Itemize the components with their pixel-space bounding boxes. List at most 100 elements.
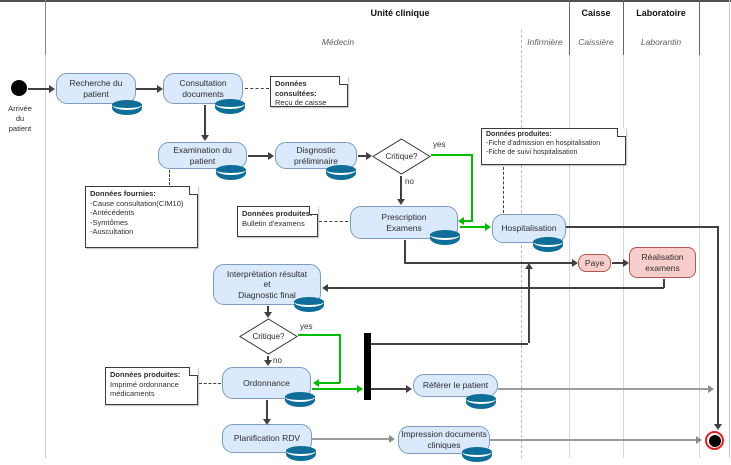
edge-segment [204, 105, 206, 136]
note-connector [199, 383, 221, 384]
database-icon [466, 394, 496, 409]
note-body: Imprimé ordonnance médicaments [110, 379, 179, 399]
edge-segment [371, 388, 409, 390]
arrowhead [406, 385, 412, 393]
edge-label-yes: yes [300, 322, 313, 331]
database-icon [286, 446, 316, 461]
database-icon [326, 165, 356, 180]
activity-referer-patient[interactable]: Référer le patient [413, 374, 498, 397]
fork-join-bar[interactable] [364, 333, 371, 400]
sublane-title-caissiere: Caissière [578, 37, 614, 47]
end-node[interactable] [705, 431, 724, 450]
note-connector [169, 170, 170, 185]
database-icon [533, 237, 563, 252]
arrowhead [366, 152, 372, 160]
lane-title-laboratoire: Laboratoire [636, 8, 686, 18]
arrowhead [157, 85, 163, 93]
edge-segment [566, 226, 718, 228]
edge-segment [404, 262, 574, 264]
edge-segment [248, 155, 269, 157]
arrowhead [201, 135, 209, 141]
start-node[interactable] [11, 80, 27, 96]
pool-bottom-border [0, 0, 731, 2]
diamond-shape [239, 318, 298, 355]
edge-segment [266, 400, 268, 421]
edge-label-no: no [405, 177, 414, 186]
edge-segment [717, 226, 719, 425]
arrowhead [525, 263, 533, 269]
note-title: Données produites: [242, 209, 313, 218]
sublane-title-medecin: Médecin [321, 37, 355, 47]
note-donnees-consultees[interactable]: Données consultées: Reçu de caisse [270, 76, 348, 107]
arrowhead [268, 152, 274, 160]
lane-divider-laboratoire [623, 0, 624, 55]
activity-recherche-patient[interactable]: Recherche du patient [56, 73, 136, 104]
database-icon [430, 230, 460, 245]
arrowhead [458, 217, 464, 225]
lane-title-caisse: Caisse [581, 8, 611, 18]
database-icon [294, 297, 324, 312]
decision-critique-2[interactable]: Critique? [239, 318, 298, 355]
lane-divider [45, 0, 46, 55]
edge-segment-highlight [431, 154, 473, 156]
note-connector [319, 221, 348, 222]
decision-label: Critique? [252, 332, 285, 341]
note-donnees-fournies[interactable]: Données fournies: -Cause consultation(CI… [85, 186, 198, 248]
edge-segment-highlight [339, 334, 341, 383]
note-fiches-hospitalisation[interactable]: Données produites: -Fiche d'admission en… [481, 128, 626, 165]
database-icon [215, 99, 245, 114]
edge-segment [371, 343, 528, 345]
decision-critique-1[interactable]: Critique? [372, 138, 431, 175]
arrowhead [322, 284, 328, 292]
edge-segment-highlight [463, 220, 473, 222]
lane-divider-caisse [569, 0, 570, 55]
note-title: Données produites: [110, 370, 181, 379]
lane-divider [45, 55, 46, 458]
database-icon [112, 100, 142, 115]
arrowhead [696, 436, 702, 444]
note-imprime-ordonnance[interactable]: Données produites: Imprimé ordonnance mé… [105, 367, 198, 405]
arrowhead [708, 385, 714, 393]
edge-segment [136, 88, 158, 90]
arrowhead [389, 435, 395, 443]
lane-divider-laboratoire [623, 55, 624, 458]
lane-title-unite-clinique: Unité clinique [370, 8, 430, 18]
activity-realisation-examens[interactable]: Réalisation examens [629, 247, 696, 278]
lane-divider-right [699, 0, 700, 55]
decision-label: Critique? [385, 152, 418, 161]
lane-divider-right [699, 55, 700, 458]
edge-segment-highlight [318, 382, 340, 384]
arrowhead [49, 85, 55, 93]
edge-segment [490, 439, 699, 441]
sublane-title-laborantin: Laborantin [640, 37, 682, 47]
edge-segment [498, 388, 711, 390]
note-connector [245, 88, 269, 89]
edge-segment-highlight [460, 226, 488, 228]
edge-segment [612, 262, 626, 264]
edge-label-yes: yes [433, 140, 446, 149]
edge-segment-highlight [471, 154, 473, 221]
edge-segment [528, 268, 530, 343]
note-body: Bulletin d'examens [242, 218, 305, 228]
diamond-shape [372, 138, 431, 175]
note-title: Données fournies: [90, 189, 156, 198]
note-title: Données produites: [486, 131, 552, 138]
database-icon [285, 392, 315, 407]
pool-right-border [729, 0, 730, 458]
start-node-label: Arrivée du patient [8, 104, 32, 133]
activity-paye[interactable]: Paye [578, 254, 611, 272]
edge-label-no: no [273, 356, 282, 365]
edge-segment [358, 155, 368, 157]
arrowhead [264, 312, 272, 318]
note-body: Reçu de caisse [275, 98, 327, 108]
arrowhead [397, 199, 405, 205]
sublane-divider-medecin-infirmiere [521, 30, 522, 458]
note-body: -Fiche d'admission en hospitalisation -F… [486, 139, 601, 156]
lane-divider-caisse [569, 55, 570, 458]
note-body: -Cause consultation(CIM10) -Antécédents … [90, 198, 184, 237]
note-bulletin-examens[interactable]: Données produites: Bulletin d'examens [237, 206, 318, 237]
edge-segment [327, 287, 664, 289]
database-icon [462, 447, 492, 462]
edge-segment [267, 306, 269, 315]
